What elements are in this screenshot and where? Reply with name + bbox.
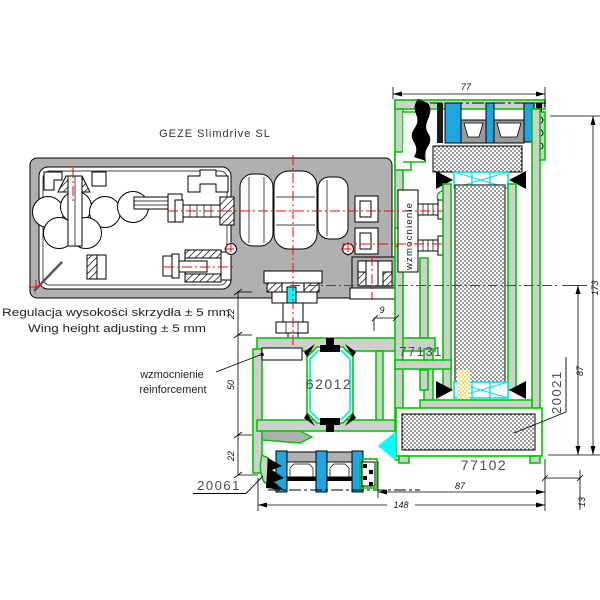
dim-roller-height: 22 [226,451,236,462]
rail-bracket-mid [91,171,107,187]
bottom-rollers [259,450,378,493]
reinforcement-plate [261,347,303,361]
dim-top-width: 77 [461,82,472,92]
lower-bolt-assembly [162,249,232,283]
sealing-wedge [378,431,396,461]
part-number-77102: 77102 [461,457,507,473]
dim-sill-width: 87 [455,481,466,491]
dim-top-gap: 22 [226,309,236,320]
rail-bracket-right [187,169,229,193]
dim-frame-height: 173 [590,280,600,295]
dim-edge-offset: 13 [577,497,587,507]
part-number-77131: 77131 [399,344,443,359]
drawing-title: GEZE Slimdrive SL [159,128,271,140]
drive-housing [29,157,393,299]
part-number-20061: 20061 [197,478,241,493]
rail-bracket-left [43,171,63,191]
belt-clamp [57,175,91,247]
leaf-infill-panel [454,184,506,384]
glazing-clamp [411,99,431,161]
corner-diagonal [33,261,63,292]
dimensions: 77 173 87 87 148 [226,82,600,511]
gasket-20061 [266,458,284,490]
dim-leaf-axis-height: 87 [575,365,585,376]
profile-62012 [252,337,436,474]
sill-77102 [395,407,543,464]
frame-and-leaf [378,99,546,464]
red-centerlines [29,155,560,345]
note-reinforce-pl: wzmocnienie [139,369,204,381]
dim-overall-width: 148 [393,500,408,510]
dim-profile-height: 50 [226,380,236,390]
dim-leaf-offset: 9 [379,305,384,315]
black-centerlines [268,102,546,491]
label-reinforce-vertical: wzmocnienie [404,202,415,271]
upper-bolt-assembly [133,193,235,226]
note-reinforce-en: reinforcement [139,384,206,396]
spacer-block [86,254,98,280]
note-adjust-pl: Regulacja wysokości skrzydła ± 5 mm [2,307,230,319]
note-adjust-en: Wing height adjusting ± 5 mm [28,323,206,335]
foam-packing [432,145,523,173]
spacer-block-2 [96,254,107,280]
part-number-62012: 62012 [306,376,352,392]
reinforcement-bolts [417,199,446,256]
carriage-rollers [225,170,379,255]
part-number-20021: 20021 [549,370,564,414]
leader-lines [193,352,567,494]
